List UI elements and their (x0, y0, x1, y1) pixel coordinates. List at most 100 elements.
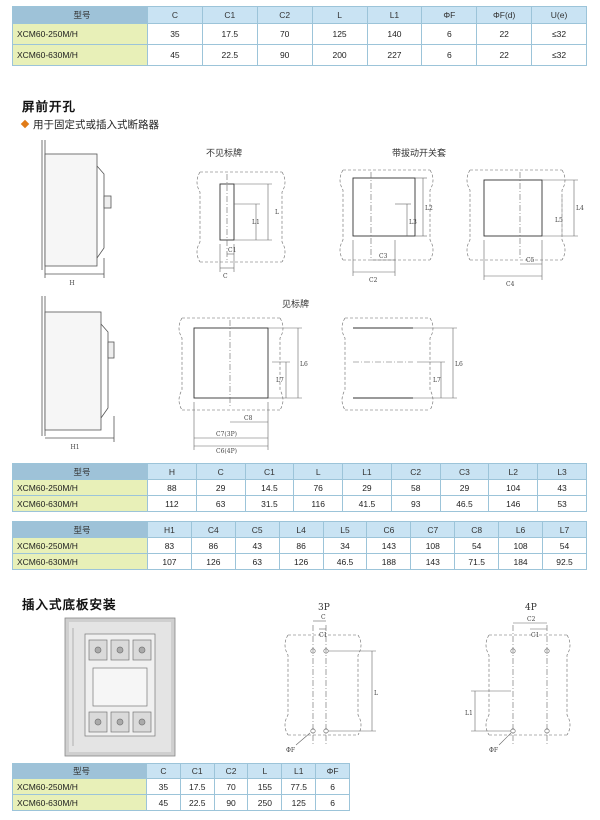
table4-header: C2 (213, 763, 249, 779)
table-cell: 6 (315, 794, 350, 811)
table1-header: L (311, 6, 368, 24)
dim-label: L1 (252, 219, 260, 226)
dim-label: L (275, 209, 279, 216)
table-cell: XCM60-630M/H (12, 495, 148, 512)
table-cell: XCM60-630M/H (12, 44, 148, 66)
table-cell: 58 (390, 479, 441, 496)
spec-table-1: 型号 C C1 C2 L L1 ΦF ΦF(d) U(e) XCM60-250M… (12, 6, 587, 66)
dim-label: L6 (455, 361, 463, 368)
table-cell: 112 (147, 495, 197, 512)
subtitle-text: 用于固定式或插入式断路器 (33, 119, 159, 131)
table3-header: C4 (190, 521, 236, 538)
spec-table-3: 型号 H1 C4 C5 L4 L5 C6 C7 C8 L6 L7 XCM60-2… (12, 521, 587, 570)
table-cell: 17.5 (179, 778, 215, 795)
table-cell: XCM60-630M/H (12, 553, 148, 570)
table4-header: L1 (281, 763, 317, 779)
dim-label: ΦF (489, 747, 498, 754)
table2-header: C (195, 463, 246, 480)
dim-label: L1 (465, 710, 473, 717)
table-cell: XCM60-250M/H (12, 537, 148, 554)
table-cell: 107 (147, 553, 192, 570)
table-cell: 22 (476, 23, 533, 45)
table-cell: XCM60-250M/H (12, 778, 147, 795)
table-cell: 77.5 (281, 778, 317, 795)
label-3p: 3P (318, 603, 330, 613)
table-cell: 45 (146, 794, 181, 811)
table-cell: ≤32 (531, 44, 587, 66)
table-cell: 22 (476, 44, 533, 66)
table-cell: 108 (498, 537, 544, 554)
table-cell: 29 (195, 479, 246, 496)
table3-header: L5 (322, 521, 368, 538)
table-cell: 71.5 (454, 553, 500, 570)
table4-header: ΦF (315, 763, 350, 779)
table-row: XCM60-250M/H 35 17.5 70 155 77.5 6 (12, 778, 350, 795)
table-cell: 90 (256, 44, 313, 66)
dim-label: L7 (276, 377, 284, 384)
table-cell: 35 (147, 23, 203, 45)
table-cell: 125 (311, 23, 368, 45)
table-cell: 104 (488, 479, 539, 496)
table-cell: ≤32 (531, 23, 587, 45)
diamond-bullet-icon (20, 119, 30, 129)
cutout-no-sign-diagram: L L1 C C1 (196, 171, 286, 280)
table-row: XCM60-630M/H 45 22.5 90 200 227 6 22 ≤32 (12, 44, 587, 66)
table-cell: 86 (190, 537, 236, 554)
table-cell: 125 (281, 794, 317, 811)
table-cell: 250 (247, 794, 283, 811)
label-no-sign: 不见标牌 (206, 149, 243, 159)
dim-label: L (374, 690, 378, 697)
table1-header: 型号 (12, 6, 148, 24)
table-cell: 29 (439, 479, 490, 496)
dim-label: C6(4P) (216, 448, 237, 455)
table-cell: 70 (213, 778, 249, 795)
table-cell: 6 (421, 44, 478, 66)
table2-header: C1 (244, 463, 295, 480)
dim-label: C7(3P) (216, 431, 237, 438)
table-cell: 140 (366, 23, 423, 45)
table3-header: L4 (278, 521, 324, 538)
dim-label: C8 (244, 415, 253, 422)
dim-label: C1 (531, 632, 539, 639)
dim-label: C4 (506, 281, 515, 288)
table-cell: 54 (542, 537, 587, 554)
table2-header: L1 (342, 463, 392, 480)
table-cell: 188 (366, 553, 412, 570)
table4-header: 型号 (12, 763, 147, 779)
dim-label: C (223, 273, 228, 280)
dim-label: L3 (409, 219, 417, 226)
spec-table-2: 型号 H C C1 L L1 C2 C3 L2 L3 XCM60-250M/H … (12, 463, 587, 512)
dim-label: C (321, 614, 326, 621)
table-cell: 63 (195, 495, 246, 512)
table2-header: L3 (537, 463, 587, 480)
table-cell: 146 (488, 495, 539, 512)
dim-label: C2 (527, 616, 536, 623)
table-cell: 227 (366, 44, 423, 66)
dim-label: L7 (433, 377, 441, 384)
breaker-side-view-1: H (41, 140, 112, 287)
dim-label: C1 (228, 247, 236, 254)
table-cell: 17.5 (201, 23, 258, 45)
table3-header: H1 (147, 521, 192, 538)
table-cell: 43 (234, 537, 280, 554)
dim-label: C2 (369, 277, 378, 284)
table-cell: 41.5 (342, 495, 392, 512)
dim-label: ΦF (286, 747, 295, 754)
dim-label: L5 (555, 217, 563, 224)
table-cell: 29 (342, 479, 392, 496)
table-cell: XCM60-250M/H (12, 23, 148, 45)
table-cell: 54 (454, 537, 500, 554)
table-cell: 45 (147, 44, 203, 66)
table4-header: L (247, 763, 283, 779)
dim-label: L4 (576, 205, 584, 212)
cutout-sleeve-4p-diagram: L4 L5 C4 C5 (466, 169, 584, 288)
table-row: XCM60-250M/H 35 17.5 70 125 140 6 22 ≤32 (12, 23, 587, 45)
table1-header: C (147, 6, 203, 24)
label-4p: 4P (525, 603, 537, 613)
table-row: XCM60-630M/H 107 126 63 126 46.5 188 143… (12, 553, 587, 570)
table-cell: 126 (190, 553, 236, 570)
table-row: XCM60-630M/H 45 22.5 90 250 125 6 (12, 794, 350, 811)
table-cell: 6 (421, 23, 478, 45)
table1-header: ΦF(d) (476, 6, 533, 24)
table-cell: 22.5 (201, 44, 258, 66)
